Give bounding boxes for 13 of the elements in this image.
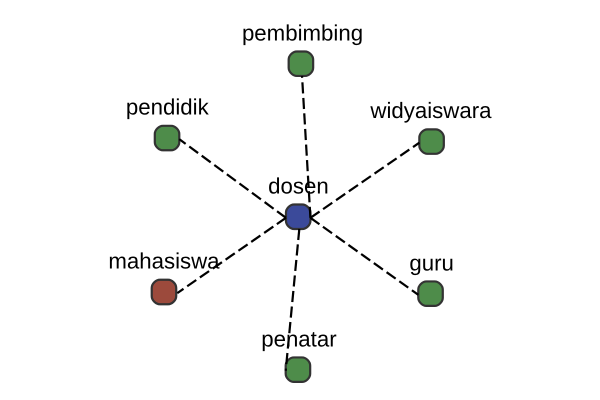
- connector: [284, 228, 300, 371]
- node-label: pembimbing: [242, 20, 364, 46]
- node-label: penatar: [261, 326, 337, 352]
- node-label: widyaiswara: [370, 98, 492, 124]
- node-label: pendidik: [126, 94, 209, 120]
- connector: [310, 216, 419, 296]
- node-label: dosen: [268, 173, 329, 198]
- connector: [310, 142, 420, 219]
- connector: [178, 138, 287, 219]
- connector: [300, 76, 312, 218]
- node-label: guru: [409, 250, 454, 276]
- connector: [176, 216, 287, 294]
- node-label: mahasiswa: [108, 248, 220, 274]
